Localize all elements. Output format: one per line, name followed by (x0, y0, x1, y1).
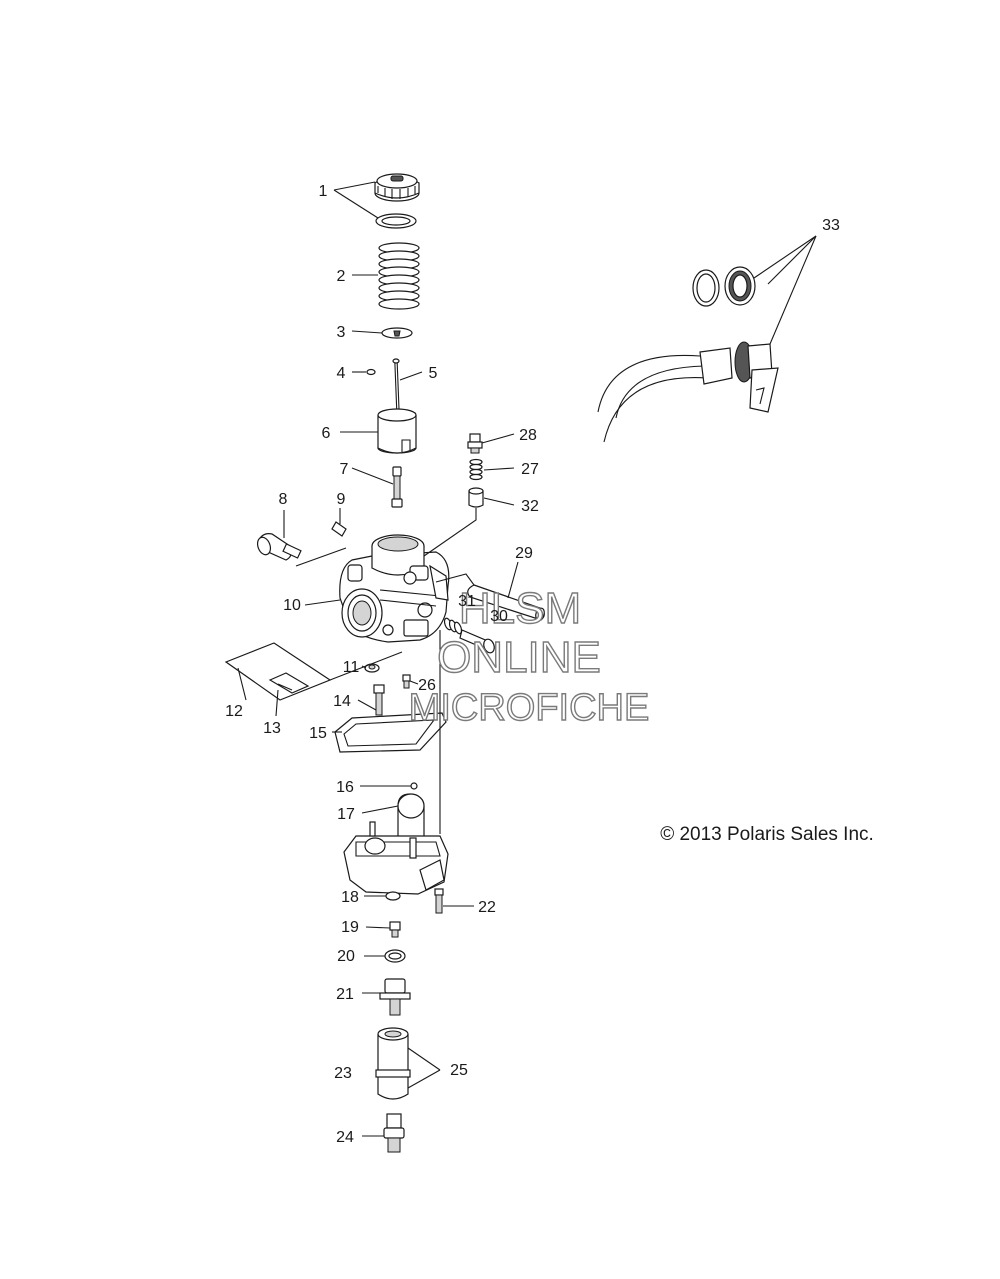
part-screw-22 (434, 888, 444, 914)
callout-27: 27 (521, 461, 539, 478)
part-fitting-21 (379, 978, 411, 1016)
callout-2: 2 (337, 268, 346, 285)
part-pin-16 (410, 782, 418, 790)
part-oring-18 (385, 891, 401, 901)
callout-10: 10 (283, 597, 301, 614)
part-plunger-32 (468, 487, 484, 508)
part-drawings (224, 173, 779, 1153)
callout-4: 4 (337, 365, 346, 382)
callout-30: 30 (490, 608, 508, 625)
part-fitting-24 (383, 1113, 405, 1153)
part-screw-26 (402, 674, 411, 689)
callout-15: 15 (309, 725, 327, 742)
part-spring-27 (469, 458, 483, 481)
callout-13: 13 (263, 720, 281, 737)
part-tube-29 (467, 584, 545, 621)
part-idle-screw-30 (459, 629, 495, 654)
callout-29: 29 (515, 545, 533, 562)
callout-11: 11 (343, 659, 360, 676)
callout-18: 18 (341, 889, 359, 906)
callout-22: 22 (478, 899, 496, 916)
part-throttle-assembly-33 (597, 266, 779, 443)
part-carburetor-body (339, 534, 450, 643)
part-spring-31 (443, 617, 463, 635)
copyright-notice: © 2013 Polaris Sales Inc. (660, 824, 874, 845)
part-fitting-28 (467, 433, 483, 454)
part-oring-20 (384, 949, 406, 963)
callout-labels: 1 2 3 4 5 6 7 8 9 10 11 12 13 14 15 16 1… (225, 183, 840, 1146)
part-jet-needle-7 (391, 466, 403, 508)
part-cap-gasket (375, 213, 417, 229)
part-throttle-slide (377, 408, 417, 454)
callout-21: 21 (336, 986, 354, 1003)
part-drain-tube-23 (375, 1027, 411, 1100)
watermark-line-3: MICROFICHE (409, 687, 650, 729)
callout-17: 17 (337, 806, 355, 823)
callout-3: 3 (337, 324, 346, 341)
callout-32: 32 (521, 498, 539, 515)
part-needle (392, 358, 400, 414)
callout-31: 31 (458, 593, 476, 610)
callout-14: 14 (333, 693, 351, 710)
part-retainer-plate (381, 327, 413, 339)
callout-28: 28 (519, 427, 537, 444)
part-clip (366, 368, 376, 376)
callout-33: 33 (822, 217, 840, 234)
part-choke-8 (256, 533, 302, 561)
part-main-jet-14 (373, 684, 385, 716)
callout-7: 7 (340, 461, 349, 478)
callout-5: 5 (429, 365, 438, 382)
part-float-bowl (343, 821, 449, 895)
leader-lines (237, 181, 817, 1137)
callout-8: 8 (279, 491, 288, 508)
callout-24: 24 (336, 1129, 354, 1146)
callout-19: 19 (341, 919, 359, 936)
callout-9: 9 (337, 491, 346, 508)
callout-6: 6 (322, 425, 331, 442)
part-bracket-13 (268, 672, 310, 694)
callout-12: 12 (225, 703, 243, 720)
part-pin-9 (331, 521, 347, 537)
callout-1: 1 (319, 183, 328, 200)
callout-25: 25 (450, 1062, 468, 1079)
watermark-line-2: ONLINE (437, 633, 601, 682)
part-gasket-15 (334, 712, 447, 753)
callout-26: 26 (418, 677, 436, 694)
part-cap (374, 173, 420, 202)
watermark: HLSM ONLINE MICROFICHE (408, 583, 650, 729)
callout-16: 16 (336, 779, 354, 796)
callout-23: 23 (334, 1065, 352, 1082)
callout-20: 20 (337, 948, 355, 965)
part-spring (378, 242, 420, 310)
part-drain-screw-19 (389, 921, 401, 938)
watermark-line-1: HLSM (459, 584, 581, 633)
